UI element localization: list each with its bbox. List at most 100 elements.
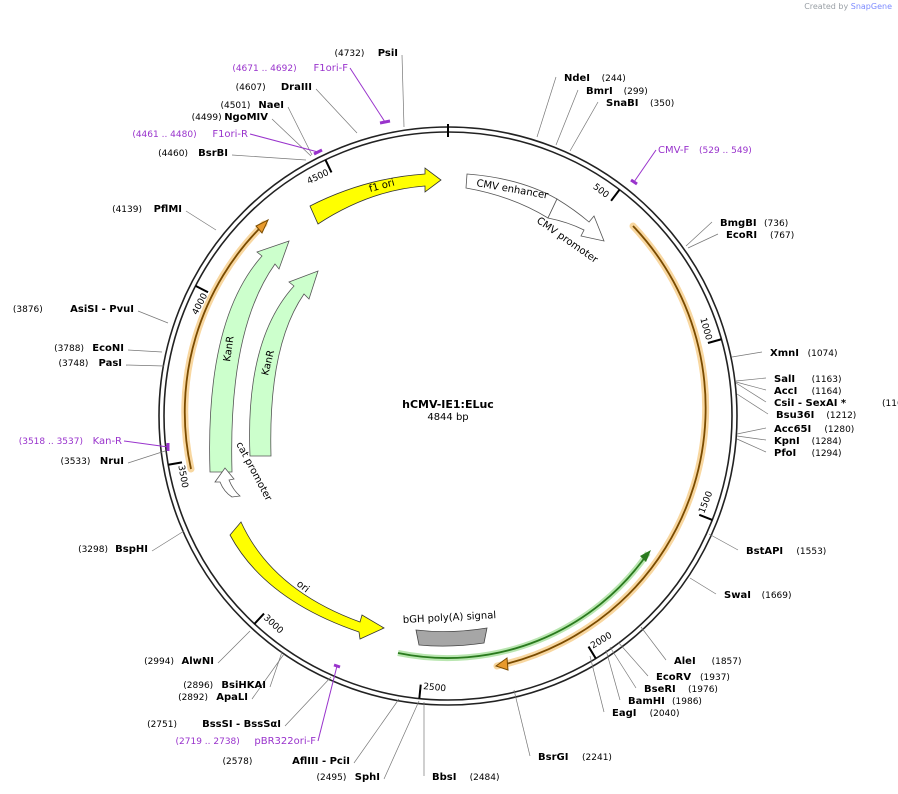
site-leader-line — [287, 106, 313, 156]
primer-leader-line — [349, 67, 386, 123]
primer-leader-line — [123, 440, 169, 448]
site-label: EcoRV(1937) — [656, 672, 730, 683]
site-label: XmnI(1074) — [770, 348, 838, 359]
primer-annotations: F1ori-F(4671 .. 4692) F1ori-R (4461 .. 448… — [19, 63, 752, 747]
site-position: (2484) — [470, 773, 500, 783]
site-position: (1284) — [812, 437, 842, 447]
site-leader-line — [736, 435, 767, 441]
site-position: (4607) — [236, 83, 266, 93]
site-name: NgoMIV — [224, 112, 268, 123]
site-leader-line — [609, 646, 637, 689]
site-label: PasI(3748) — [58, 358, 122, 369]
site-leader-line — [736, 393, 769, 415]
green-feature-arrowhead — [640, 550, 651, 562]
site-name: AleI — [674, 656, 696, 667]
primer-range: (4671 .. 4692) — [232, 64, 296, 74]
site-position: (4139) — [112, 205, 142, 215]
site-leader-line — [640, 626, 667, 661]
tick-label: 1500 — [698, 490, 716, 515]
site-position: (1986) — [672, 697, 702, 707]
site-label: EcoRI(767) — [726, 230, 794, 241]
site-leader-line — [284, 676, 332, 727]
plasmid-name: hCMV-IE1:ELuc — [402, 398, 494, 411]
primer-label: CMV-F(529 .. 549) — [658, 145, 752, 156]
site-name: AsiSI - PvuI — [70, 304, 134, 315]
site-name: BsiHKAI — [221, 680, 266, 691]
site-leader-line — [708, 533, 739, 551]
site-name: BmgBI — [720, 218, 757, 229]
site-label: NgoMIV(4499) — [192, 112, 269, 123]
site-name: SwaI — [724, 590, 751, 601]
site-label: BmrI(299) — [586, 86, 648, 97]
site-label: BspHI(3298) — [78, 544, 148, 555]
site-label: DraIII(4607) — [236, 82, 312, 93]
site-label: BssSI - BssSαI(2751) — [147, 719, 281, 730]
site-position: (2751) — [147, 720, 177, 730]
site-position: (1164) — [812, 387, 842, 397]
primer-leader-line — [249, 133, 319, 153]
site-name: ApaLI — [216, 692, 248, 703]
site-position: (4460) — [158, 149, 188, 159]
site-label: NaeI(4501) — [220, 100, 284, 111]
site-leader-line — [605, 649, 621, 701]
site-position: (1857) — [712, 657, 742, 667]
feature-bgh-polya-box — [415, 627, 488, 647]
site-name: NruI — [100, 456, 124, 467]
tick-mark — [707, 338, 722, 344]
tick-mark — [195, 284, 209, 294]
site-leader-line — [217, 630, 251, 664]
tick-mark — [418, 684, 422, 699]
site-name: PsiI — [378, 48, 398, 59]
orange-feature-right — [496, 225, 707, 667]
primer-range: (4461 .. 4480) — [132, 130, 196, 140]
site-name: SalI — [774, 374, 795, 385]
site-name: PfoI — [774, 448, 796, 459]
site-leader-line — [513, 689, 531, 757]
site-name: Acc65I — [774, 424, 811, 435]
tick-label: 4500 — [306, 168, 331, 187]
tick-mark — [324, 159, 333, 173]
site-label: AlwNI(2994) — [144, 656, 214, 667]
site-leader-line — [271, 118, 312, 157]
site-position: (1553) — [796, 547, 826, 557]
feature-ori-arrow — [229, 521, 385, 640]
primer-leader-line — [317, 665, 338, 742]
site-leader-line — [736, 427, 767, 435]
site-position: (3533) — [60, 457, 90, 467]
site-label: AflIII - PciI(2578) — [222, 756, 350, 767]
orange-feature-right-arrowhead — [494, 657, 509, 671]
site-label: Bsu36I(1212) — [776, 410, 856, 421]
site-name: EcoNI — [92, 343, 124, 354]
primer-label: F1ori-F(4671 .. 4692) — [232, 63, 348, 74]
site-label: SnaBI(350) — [606, 98, 674, 109]
credit-prefix: Created by — [804, 2, 849, 11]
site-leader-line — [555, 89, 579, 146]
site-position: (3788) — [54, 344, 84, 354]
site-leader-line — [689, 577, 717, 595]
site-label: EcoNI (3788) — [54, 343, 124, 354]
primer-label: F1ori-R (4461 .. 4480) — [132, 129, 248, 140]
site-leader-line — [735, 381, 767, 391]
site-label: PflMI(4139) — [112, 204, 182, 215]
site-name: AlwNI — [182, 656, 215, 667]
primer-name: F1ori-R — [212, 129, 248, 140]
site-name: PasI — [99, 358, 122, 369]
site-name: BseRI — [644, 684, 676, 695]
primer-name: pBR322ori-F — [254, 736, 316, 747]
site-label: BsrGI(2241) — [538, 752, 612, 763]
primer-range: (2719 .. 2738) — [176, 737, 240, 747]
site-name: KpnI — [774, 436, 800, 447]
site-leader-line — [125, 364, 165, 367]
plasmid-length: 4844 bp — [427, 412, 468, 423]
site-name: BsrBI — [198, 148, 228, 159]
site-label: Acc65I(1280) — [774, 424, 854, 435]
site-label: BsiHKAI(2896) — [183, 680, 266, 691]
tick-mark — [610, 189, 621, 202]
site-position: (2241) — [582, 753, 612, 763]
site-name: AccI — [774, 386, 797, 397]
feature-cmv-promoter-arrow — [547, 198, 605, 242]
site-name: Bsu36I — [776, 410, 814, 421]
site-position: (350) — [650, 99, 674, 109]
site-leader-line — [401, 54, 405, 128]
site-name: AflIII - PciI — [292, 756, 350, 767]
